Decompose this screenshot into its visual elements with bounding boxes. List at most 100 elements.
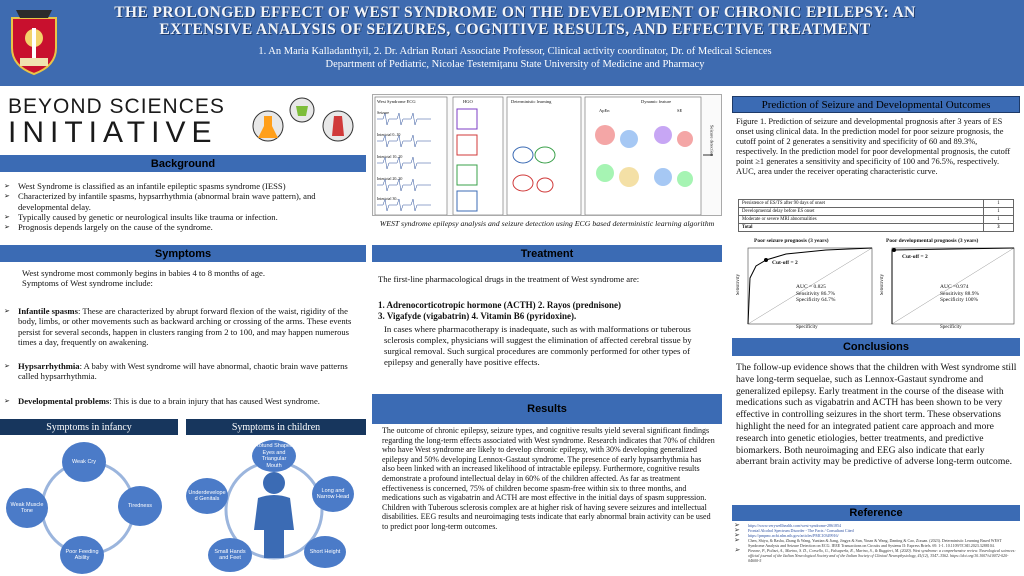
infantile-text: : These are characterized by abrupt forw…	[18, 306, 352, 347]
symptom-node: Poor Feeding Ability	[60, 536, 104, 574]
table-cell: 1	[983, 215, 1014, 224]
hyps-label: Hypsarrhythmia	[18, 361, 80, 372]
ecg-label: Interictal 30–	[377, 196, 399, 201]
list-item: Developmental problems: This is due to a…	[4, 395, 364, 407]
roc-auc: AUC = 0.825	[796, 284, 826, 290]
reference-link-text[interactable]: https://www.verywellhealth.com/west-synd…	[748, 523, 842, 528]
roc-xlabel: Specificity	[796, 325, 818, 330]
list-item: Chen, Shiyu, & Rasha, Zhang & Wang, Yunt…	[734, 538, 1018, 548]
roc-stats: AUC =0.974 Sensitivity 88.9% Specificity…	[940, 284, 979, 304]
ecg-label: Interictal 20–30	[377, 176, 403, 181]
ecg-label: Interictal 10–20	[377, 154, 403, 159]
list-item: West Syndrome is classified as an infant…	[4, 181, 364, 192]
symptom-node: Underdevelope d Genitals	[186, 478, 228, 514]
fig-label-ecg: West Syndrome ECG	[377, 99, 416, 104]
symptoms-heading: Symptoms	[0, 245, 366, 262]
roc-spec: Specificity 100%	[940, 297, 979, 303]
table-cell: 1	[983, 199, 1014, 208]
results-text: The outcome of chronic epilepsy, seizure…	[382, 426, 715, 531]
roc-chart-seizure: Poor seizure prognosis (3 years) Cut-off…	[736, 238, 878, 334]
table-row: Persistence of ES/TS after 90 days of on…	[738, 199, 1014, 208]
authors: 1. An Maria Kalladanthyil, 2. Dr. Adrian…	[258, 46, 772, 57]
table-cell: Persistence of ES/TS after 90 days of on…	[738, 199, 984, 208]
header-banner	[0, 0, 1024, 86]
background-list: West Syndrome is classified as an infant…	[4, 181, 364, 233]
roc-cutoff: Cut-off = 2	[902, 254, 928, 260]
background-heading: Background	[0, 155, 366, 172]
figure-caption: WEST syndrome epilepsy analysis and seiz…	[379, 219, 715, 228]
roc-xlabel: Specificity	[940, 325, 962, 330]
symptom-node: Tiredness	[118, 486, 162, 526]
university-crest	[6, 4, 62, 76]
lab-flask-icon	[252, 97, 354, 142]
symptom-node: Weak Cry	[62, 442, 106, 482]
logo-line-2: INITIATIVE	[8, 116, 218, 149]
poster-title: THE PROLONGED EFFECT OF WEST SYNDROME ON…	[114, 4, 916, 38]
table-cell: Developmental delay before ES onset	[738, 207, 984, 216]
table-cell: 3	[983, 223, 1014, 232]
reference-list: https://www.verywellhealth.com/west-synd…	[734, 523, 1018, 563]
roc-sens: Sensitivity 88.9%	[940, 290, 980, 297]
roc-title: Poor seizure prognosis (3 years)	[754, 238, 829, 244]
ecg-label: Interictal 0–10	[377, 132, 401, 137]
dev-text: : This is due to a brain injury that has…	[109, 395, 320, 406]
reference-heading: Reference	[732, 505, 1020, 521]
list-item: Typically caused by genetic or neurologi…	[4, 212, 364, 223]
logo-line-1: BEYOND SCIENCES	[8, 95, 225, 118]
infancy-diagram: Weak Cry Tiredness Poor Feeding Ability …	[0, 438, 180, 576]
prediction-heading: Prediction of Seizure and Developmental …	[732, 96, 1020, 113]
symptoms-intro-2: Symptoms of West syndrome include:	[22, 278, 153, 289]
roc-cutoff: Cut-off = 2	[772, 260, 798, 266]
list-item: Pavone, P., Polizzi, A., Marino, S. D., …	[734, 548, 1018, 563]
department: Department of Pediatric, Nicolae Testemi…	[325, 59, 705, 70]
table-cell: Moderate or severe MRI abnormalities	[738, 215, 984, 224]
symptom-node: Rotund Shaped Eyes and Triangular Mouth	[252, 440, 296, 472]
list-item: Prognosis depends largely on the cause o…	[4, 222, 364, 233]
algorithm-diagram	[374, 96, 713, 215]
roc-ylabel: Sensitivity	[880, 274, 885, 296]
conclusions-text: The follow-up evidence shows that the ch…	[736, 362, 1017, 468]
fig-label-dl: Deterministic learning	[511, 99, 552, 104]
score-table: Persistence of ES/TS after 90 days of on…	[738, 199, 1014, 232]
child-figure	[224, 460, 324, 560]
table-cell: 1	[983, 207, 1014, 216]
treatment-text: In cases where pharmacotherapy is inadeq…	[384, 324, 692, 367]
results-band	[372, 394, 722, 424]
treatment-intro: The first-line pharmacological drugs in …	[378, 274, 640, 284]
list-item: Infantile spasms: These are characterize…	[4, 306, 364, 347]
symptom-node: Short Height	[304, 536, 346, 568]
prognosis-table: Persistence of ES/TS after 90 days of on…	[738, 199, 1014, 232]
roc-ylabel: Sensitivity	[736, 274, 741, 296]
treatment-drugs-2: 3. Vigafyde (vigabatrin) 4. Vitamin B6 (…	[378, 311, 577, 321]
fig-label-df: Dynamic feature	[641, 99, 672, 104]
list-item: Characterized by infantile spasms, hypsa…	[4, 191, 364, 212]
hyps-text: : A baby with West syndrome will have ab…	[18, 361, 348, 382]
roc-plot	[747, 247, 873, 325]
children-diagram: Rotund Shaped Eyes and Triangular Mouth …	[186, 438, 366, 576]
ecg-label: Seizure	[377, 110, 389, 115]
prediction-text: Figure 1. Prediction of seizure and deve…	[736, 117, 1011, 176]
table-cell: Total	[738, 223, 984, 232]
infancy-heading: Symptoms in infancy	[0, 419, 178, 435]
roc-plot	[891, 247, 1015, 325]
roc-chart-development: Poor developmental prognosis (3 years) C…	[880, 238, 1020, 334]
reference-link-text[interactable]: https://pmpmc.ncbi.nlm.nih.gov/articles/…	[748, 533, 839, 538]
symptom-node: Small Hands and Feet	[208, 538, 252, 572]
symptoms-intro: West syndrome most commonly begins in ba…	[22, 268, 362, 289]
conclusions-heading: Conclusions	[732, 338, 1020, 356]
fig-label-se: SE	[677, 108, 683, 113]
fig-label-hgo: HGO	[463, 99, 473, 104]
roc-title: Poor developmental prognosis (3 years)	[886, 238, 979, 244]
symptoms-intro-1: West syndrome most commonly begins in ba…	[22, 268, 266, 278]
list-item: Hypsarrhythmia: A baby with West syndrom…	[4, 361, 364, 382]
roc-stats: AUC = 0.825 Sensitivity 86.7% Specificit…	[796, 284, 835, 304]
roc-sens: Sensitivity 86.7%	[796, 290, 836, 297]
dev-label: Developmental problems	[18, 395, 110, 406]
beyond-sciences-logo: BEYOND SCIENCES INITIATIVE	[8, 95, 368, 149]
fig-label-apen: ApEn	[599, 108, 610, 113]
symptoms-list: Infantile spasms: These are characterize…	[4, 306, 364, 406]
reference-link-text[interactable]: Frontal Alcohol Spectrum Disorder - The …	[748, 528, 854, 533]
roc-auc: AUC =0.974	[940, 284, 969, 290]
